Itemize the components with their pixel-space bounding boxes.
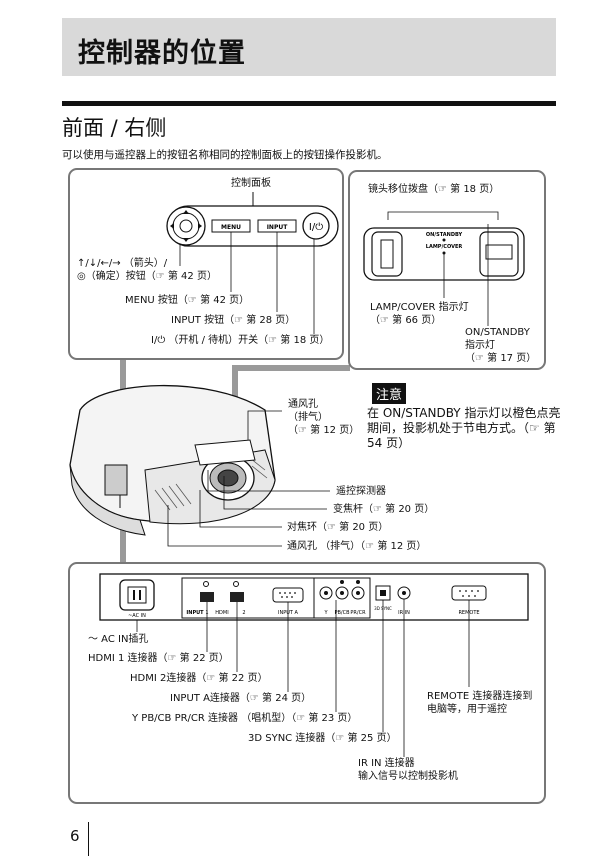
menu-key-print: MENU <box>221 224 241 231</box>
sync3d-label: 3D SYNC 连接器（☞ 第 25 页） <box>248 733 397 744</box>
svg-text:PR/CR: PR/CR <box>350 610 366 616</box>
caution-tag: 注意 <box>372 383 407 404</box>
connector-bar <box>232 365 350 371</box>
remote-label: REMOTE 连接器连接到 <box>427 691 533 702</box>
lamp-cover-label: LAMP/COVER 指示灯 <box>370 302 469 313</box>
lens-shift-label: 镜头移位拨盘（☞ 第 18 页） <box>368 184 500 195</box>
control-panel-box <box>68 168 344 360</box>
arrows-label: ↑/↓/←/→ （箭头）/ <box>77 258 168 269</box>
svg-text:PB/CB: PB/CB <box>334 610 350 616</box>
hdmi1-label: HDMI 1 连接器（☞ 第 22 页） <box>88 653 229 664</box>
intro-text: 可以使用与遥控器上的按钮名称相同的控制面板上的按钮操作投影机。 <box>62 149 388 161</box>
control-panel-diagram: I/⏻ MENU INPUT <box>166 192 339 334</box>
power-label: I/⏻ （开机 / 待机）开关（☞ 第 18 页） <box>151 335 330 346</box>
svg-text:HDMI: HDMI <box>215 610 228 616</box>
svg-text:2: 2 <box>242 610 245 616</box>
remote-sensor-label: 遥控探测器 <box>336 486 386 497</box>
zoom-lever-label: 变焦杆（☞ 第 20 页） <box>333 504 435 515</box>
indicator-diagram: ON/STANDBY LAMP/COVER <box>363 211 525 326</box>
section-title: 前面 / 右侧 <box>62 116 167 140</box>
section-rule <box>62 101 556 106</box>
title-bar <box>62 18 556 76</box>
svg-text:INPUT: INPUT <box>186 610 204 616</box>
remote-label-2: 电脑等，用于遥控 <box>427 704 507 715</box>
focus-ring-label: 对焦环（☞ 第 20 页） <box>287 522 389 533</box>
on-standby-label-2: 指示灯 <box>465 340 495 351</box>
svg-text:~AC IN: ~AC IN <box>128 613 146 619</box>
lamp-cover-page: （☞ 第 66 页） <box>370 315 442 326</box>
caution-text: 在 ON/STANDBY 指示灯以橙色点亮期间，投影机处于节电方式。（☞ 第 5… <box>367 406 561 450</box>
svg-text:LAMP/COVER: LAMP/COVER <box>426 244 463 250</box>
vent-top-page: （☞ 第 12 页） <box>288 425 360 436</box>
page-title: 控制器的位置 <box>78 38 246 69</box>
on-standby-page: （☞ 第 17 页） <box>465 353 537 364</box>
vent-top-label-2: （排气） <box>288 412 328 423</box>
rear-panel-diagram: ~AC IN INPUT 1 HDMI 2 INPUT A Y PB/CB PR… <box>99 573 529 757</box>
control-panel-heading: 控制面板 <box>231 178 271 189</box>
vent-bottom-label: 通风孔 （排气）（☞ 第 12 页） <box>287 541 427 552</box>
svg-text:I/⏻: I/⏻ <box>309 222 323 233</box>
svg-text:Y: Y <box>323 610 328 616</box>
page-rule <box>88 822 89 856</box>
svg-text:ON/STANDBY: ON/STANDBY <box>426 232 463 238</box>
ir-in-label-2: 输入信号以控制投影机 <box>358 771 458 782</box>
hdmi2-label: HDMI 2连接器（☞ 第 22 页） <box>130 673 268 684</box>
arrows-label-2: ◎（确定）按钮（☞ 第 42 页） <box>77 271 217 282</box>
ypbpr-label: Y PB/CB PR/CR 连接器 （唱机型）（☞ 第 23 页） <box>132 713 358 724</box>
on-standby-label: ON/STANDBY <box>465 327 530 338</box>
page-number: 6 <box>70 827 80 845</box>
ir-in-label: IR IN 连接器 <box>358 758 415 769</box>
input-label: INPUT 按钮（☞ 第 28 页） <box>171 315 296 326</box>
input-key-print: INPUT <box>267 224 289 231</box>
ac-in-label: ～ AC IN插孔 <box>88 634 149 645</box>
menu-label: MENU 按钮（☞ 第 42 页） <box>125 295 250 306</box>
input-a-label: INPUT A连接器（☞ 第 24 页） <box>170 693 312 704</box>
vent-top-label: 通风孔 <box>288 399 318 410</box>
